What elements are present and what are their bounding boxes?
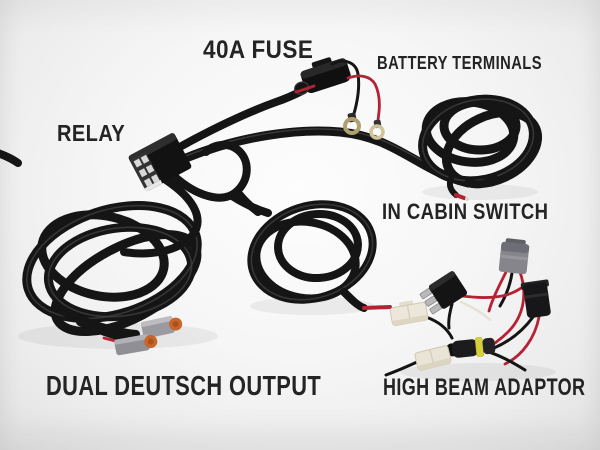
- battery-black-wire: [330, 59, 361, 119]
- label-in-cabin-switch: IN CABIN SWITCH: [382, 199, 549, 224]
- high-beam-adaptor: [384, 238, 551, 377]
- label-relay: RELAY: [57, 120, 126, 146]
- spade-terminal: [419, 288, 433, 300]
- deutsch-seal-center: [147, 338, 154, 345]
- h4-highlight: [428, 271, 456, 291]
- ring-terminal-2: [369, 124, 385, 140]
- h4-black-wire: [447, 302, 454, 330]
- switch-box-shade: [501, 241, 530, 254]
- relay-pin: [150, 174, 160, 184]
- coil-tail: [464, 174, 498, 189]
- h9-connector: [520, 279, 551, 318]
- shadow-center-coil: [250, 297, 374, 315]
- coil-loop: [50, 230, 202, 336]
- relay-unit: [128, 133, 192, 192]
- center-cable-coil: [236, 191, 392, 312]
- coil-sheen: [250, 203, 374, 301]
- coil-tail-in: [236, 191, 262, 216]
- white-tplug-1: [389, 300, 429, 327]
- adaptor-black-wire: [498, 271, 514, 308]
- h9-black-wire: [492, 315, 535, 350]
- deutsch-connector-2: [114, 334, 158, 356]
- spade-terminal: [429, 303, 442, 315]
- output-cable-coil: [0, 149, 202, 348]
- bullet-body: [451, 339, 479, 358]
- label-dual-deutsch-output: DUAL DEUTSCH OUTPUT: [46, 370, 322, 401]
- shadow-adaptor: [400, 363, 556, 381]
- adaptor-red-wire: [487, 270, 508, 313]
- cable-stub-left-edge: [0, 149, 22, 167]
- deutsch-connector-1: [140, 316, 183, 339]
- relay-pin: [133, 158, 143, 168]
- trunk-loop: [170, 141, 251, 202]
- switch-connector-box: [498, 238, 530, 275]
- h9-ridge: [524, 292, 549, 299]
- coil-sheen: [47, 226, 193, 318]
- ring-terminal-1: [343, 117, 361, 135]
- deutsch-seal-center: [172, 321, 179, 328]
- battery-terminal-wires: [330, 59, 385, 140]
- coil-loop: [441, 108, 543, 188]
- dual-deutsch-connectors: [102, 316, 183, 356]
- white-tplug-2: [414, 345, 452, 371]
- fuse-red-lead-in: [294, 84, 316, 94]
- red-lead-to-plug: [362, 305, 392, 310]
- coil-loop: [37, 210, 169, 302]
- label-battery-terminals: BATTERY TERMINALS: [377, 53, 542, 73]
- cut-end-white-tip: [465, 197, 469, 201]
- label-40a-fuse: 40A FUSE: [203, 36, 314, 64]
- relay-pin: [143, 177, 153, 187]
- tplug-shade: [392, 315, 428, 326]
- coil-loop: [439, 97, 521, 155]
- h4-white-wire: [459, 300, 492, 322]
- h4-red-wire: [460, 285, 525, 299]
- bullet-end: [482, 337, 496, 355]
- yellow-ring: [474, 337, 485, 357]
- h9-body: [523, 282, 551, 318]
- relay-pin: [145, 164, 155, 174]
- hid-bullet-connector: [442, 337, 496, 358]
- tplug-shade: [417, 358, 452, 371]
- switch-cable-coil: [418, 94, 543, 201]
- coil-loop: [252, 217, 360, 303]
- deutsch-highlight: [114, 334, 148, 345]
- coil-loop: [274, 209, 362, 283]
- trunk-to-fuse: [174, 86, 308, 152]
- relay-face-edge: [144, 179, 163, 192]
- h4-connector: [419, 271, 468, 315]
- cut-end-red-tip: [454, 193, 466, 200]
- fuse-holder-strap: [311, 57, 332, 70]
- deutsch-highlight: [140, 316, 173, 327]
- relay-pin: [140, 154, 150, 164]
- switch-box-ridge: [499, 254, 529, 261]
- relay-pin: [138, 168, 148, 178]
- tplug2-black-wire: [384, 360, 419, 377]
- tplug1-black-wire: [424, 315, 454, 340]
- label-high-beam-adaptor: HIGH BEAM ADAPTOR: [383, 374, 586, 401]
- trunk-to-output-coil: [120, 176, 202, 258]
- trunk-sheen: [185, 128, 433, 167]
